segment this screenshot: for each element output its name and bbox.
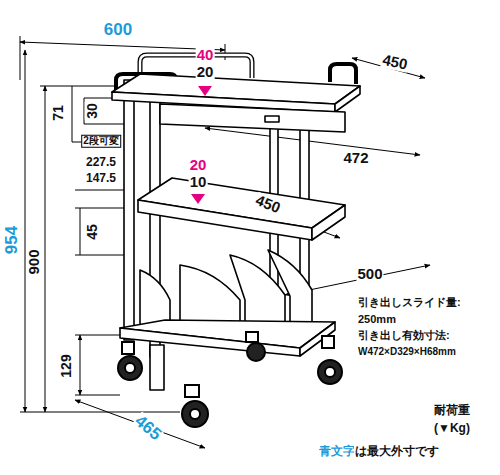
dimension: 129 [59, 353, 74, 378]
note: 青文字 [318, 445, 356, 458]
dimension-depth: 465 [131, 411, 166, 444]
note: 250mm [357, 314, 397, 326]
load: 20 [196, 64, 215, 80]
load-legend: 耐荷重 [433, 404, 471, 417]
adjustable-note: 2段可変 [81, 135, 121, 148]
dimension: 147.5 [85, 172, 117, 185]
load-legend: (▼Kg) [433, 422, 471, 435]
load: 10 [189, 174, 208, 190]
note: 引き出し有効寸法: [357, 330, 451, 342]
dimension: 30 [85, 102, 100, 120]
dimension: 71 [51, 104, 66, 122]
max-load: 20 [189, 157, 208, 173]
dimension-width: 600 [103, 21, 133, 39]
note: 引き出しスライド量: [357, 297, 462, 309]
note: W472×D329×H68mm [357, 347, 457, 358]
dimension-depth: 450 [380, 51, 410, 72]
dimension-height: 954 [3, 225, 21, 255]
dimension: 900 [26, 248, 42, 275]
note: は最大外寸です [354, 445, 440, 458]
dimension: 472 [342, 150, 369, 166]
dimension: 45 [85, 223, 100, 241]
dimension: 500 [356, 266, 383, 282]
dimension: 227.5 [85, 156, 117, 169]
max-load: 40 [196, 47, 215, 63]
